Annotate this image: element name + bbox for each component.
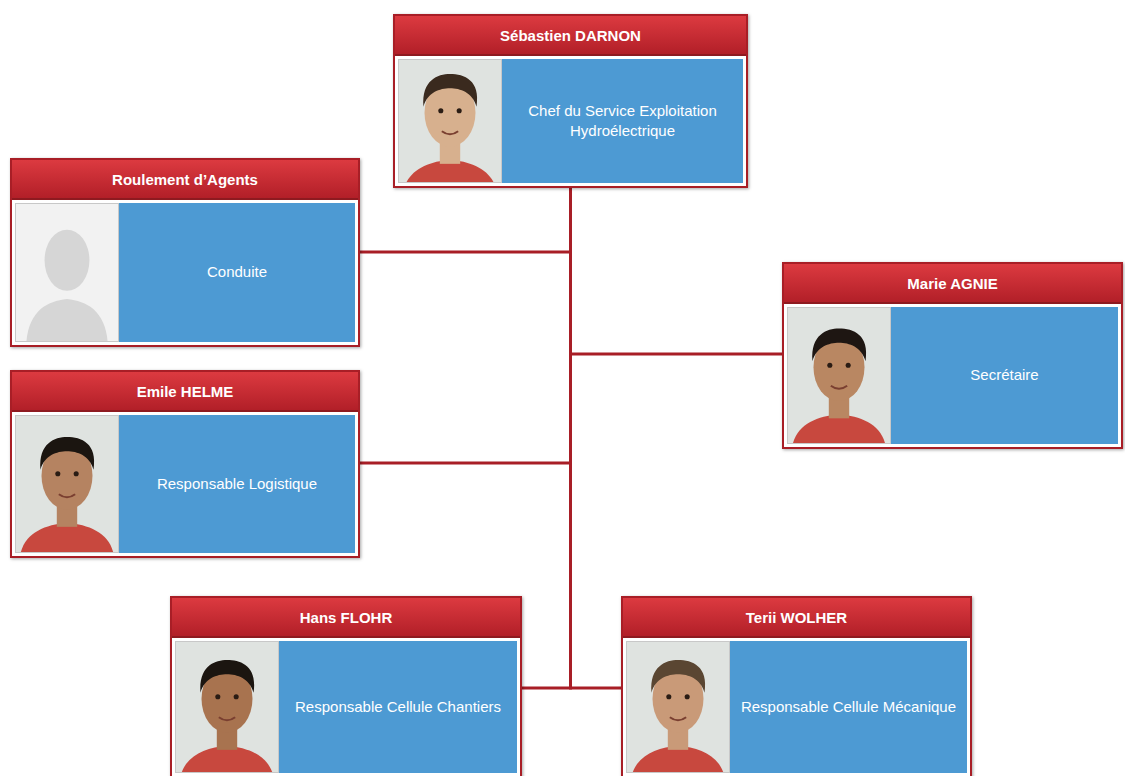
portrait-ground — [399, 60, 501, 182]
role-title: Conduite — [207, 262, 267, 282]
person-name: Hans FLOHR — [300, 609, 393, 626]
portrait-mouth — [442, 131, 458, 134]
org-box: Hans FLOHR Responsable Cellule Chantiers — [170, 596, 522, 776]
portrait-icon — [627, 642, 729, 772]
org-connector — [571, 188, 783, 354]
portrait-eye — [234, 694, 239, 699]
portrait-icon — [16, 204, 118, 341]
portrait-mouth — [59, 494, 75, 497]
portrait-ground — [627, 642, 729, 772]
portrait-ground — [176, 642, 278, 772]
box-body: Responsable Cellule Mécanique — [623, 638, 970, 776]
person-name: Emile HELME — [137, 383, 234, 400]
portrait-eye — [215, 694, 220, 699]
portrait-eye — [55, 471, 60, 476]
portrait-mouth — [219, 717, 235, 720]
portrait-icon — [399, 60, 501, 182]
portrait-eye — [74, 471, 79, 476]
portrait-hair — [651, 660, 705, 693]
portrait-eye — [827, 363, 832, 368]
name-bar: Sébastien DARNON — [395, 16, 746, 56]
photo-frame — [398, 59, 502, 183]
role-panel: Chef du Service Exploitation Hydroélectr… — [502, 59, 743, 183]
silhouette-body — [26, 299, 108, 341]
silhouette-head — [45, 230, 90, 291]
org-box: Terii WOLHER Responsable Cellule Mécaniqu… — [621, 596, 972, 776]
portrait-eye — [666, 694, 671, 699]
role-title: Chef du Service Exploitation Hydroélectr… — [512, 101, 733, 142]
portrait-hair — [423, 74, 477, 107]
org-box: Emile HELME Responsable Logistique — [10, 370, 360, 558]
role-panel: Responsable Cellule Mécanique — [730, 641, 967, 773]
box-body: Responsable Cellule Chantiers — [172, 638, 520, 776]
photo-frame — [15, 415, 119, 553]
role-panel: Responsable Logistique — [119, 415, 355, 553]
portrait-eye — [685, 694, 690, 699]
portrait-eye — [438, 108, 443, 113]
name-bar: Marie AGNIE — [784, 264, 1121, 304]
portrait-shirt — [792, 414, 886, 443]
name-bar: Emile HELME — [12, 372, 358, 412]
portrait-ground — [16, 416, 118, 552]
name-bar: Roulement d’Agents — [12, 160, 358, 200]
org-box: Roulement d’AgentsConduite — [10, 158, 360, 347]
portrait-mouth — [670, 717, 686, 720]
box-body: Secrétaire — [784, 304, 1121, 447]
person-name: Sébastien DARNON — [500, 27, 641, 44]
org-connector — [360, 188, 571, 463]
name-bar: Terii WOLHER — [623, 598, 970, 638]
portrait-icon — [788, 308, 890, 443]
org-box: Sébastien DARNON Chef du Service Exploita… — [393, 14, 748, 188]
box-body: Conduite — [12, 200, 358, 345]
portrait-eye — [846, 363, 851, 368]
portrait-icon — [176, 642, 278, 772]
portrait-hair — [40, 437, 94, 470]
box-body: Chef du Service Exploitation Hydroélectr… — [395, 56, 746, 186]
org-connector — [522, 188, 571, 688]
role-title: Responsable Cellule Mécanique — [741, 697, 956, 717]
photo-frame — [15, 203, 119, 342]
portrait-eye — [457, 108, 462, 113]
role-panel: Conduite — [119, 203, 355, 342]
role-title: Responsable Cellule Chantiers — [295, 697, 501, 717]
role-title: Secrétaire — [970, 365, 1038, 385]
portrait-mouth — [831, 386, 847, 389]
org-connector — [571, 188, 622, 688]
portrait-icon — [16, 416, 118, 552]
name-bar: Hans FLOHR — [172, 598, 520, 638]
photo-frame — [626, 641, 730, 773]
person-name: Roulement d’Agents — [112, 171, 258, 188]
photo-frame — [787, 307, 891, 444]
portrait-hair — [812, 329, 866, 362]
portrait-shirt — [20, 523, 114, 552]
portrait-hair — [200, 660, 254, 693]
person-name: Marie AGNIE — [907, 275, 997, 292]
portrait-ground — [16, 204, 118, 341]
person-name: Terii WOLHER — [746, 609, 847, 626]
portrait-ground — [788, 308, 890, 443]
role-title: Responsable Logistique — [157, 474, 317, 494]
role-panel: Responsable Cellule Chantiers — [279, 641, 517, 773]
org-connector — [360, 188, 571, 252]
org-box: Marie AGNIE Secrétaire — [782, 262, 1123, 449]
box-body: Responsable Logistique — [12, 412, 358, 556]
role-panel: Secrétaire — [891, 307, 1118, 444]
photo-frame — [175, 641, 279, 773]
